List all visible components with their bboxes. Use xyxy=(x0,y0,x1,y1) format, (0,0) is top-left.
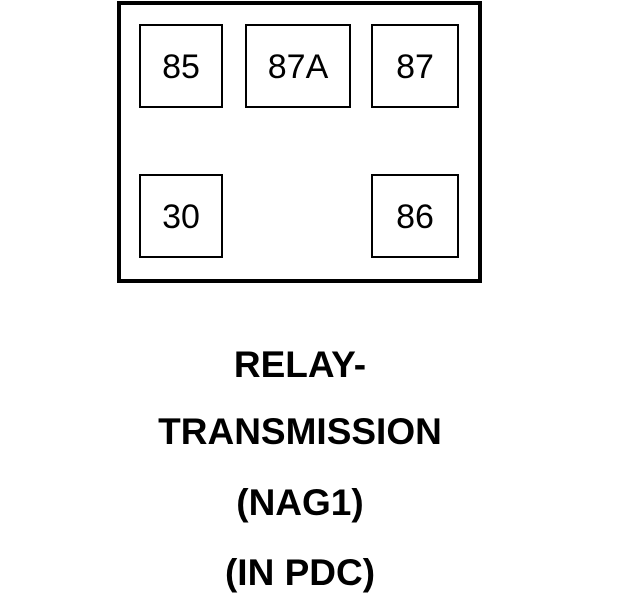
terminal-30: 30 xyxy=(139,174,223,258)
terminal-85-label: 85 xyxy=(162,48,200,86)
caption-line-4: (IN PDC) xyxy=(224,552,376,593)
terminal-87: 87 xyxy=(371,24,459,108)
caption-line-3: (NAG1) xyxy=(236,482,364,523)
terminal-87a: 87A xyxy=(245,24,351,108)
terminal-85: 85 xyxy=(139,24,223,108)
terminal-87-label: 87 xyxy=(396,48,434,86)
caption-line-2: TRANSMISSION xyxy=(158,411,442,452)
terminal-30-label: 30 xyxy=(162,198,200,236)
terminal-86: 86 xyxy=(371,174,459,258)
terminal-87a-label: 87A xyxy=(267,48,329,86)
terminal-86-label: 86 xyxy=(396,198,434,236)
caption-line-1: RELAY- xyxy=(233,344,367,385)
